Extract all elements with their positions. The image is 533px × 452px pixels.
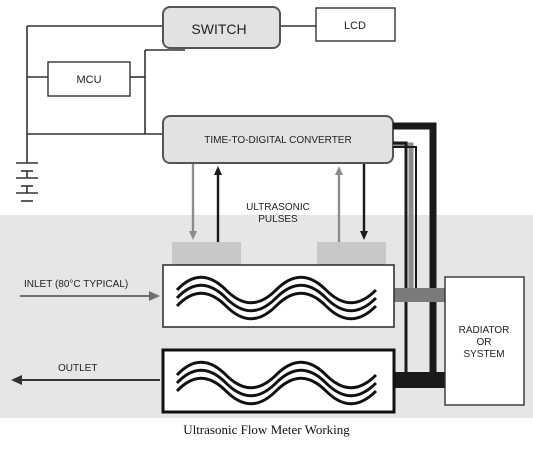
inlet-label: INLET (80°C TYPICAL) [24, 279, 128, 290]
battery-icon [16, 162, 38, 202]
mcu-block: MCU [47, 61, 131, 97]
figure-caption: Ultrasonic Flow Meter Working [183, 422, 350, 437]
radiator-block: RADIATOR OR SYSTEM [444, 276, 525, 406]
inlet-connector [394, 288, 445, 302]
inlet-pipe [162, 264, 395, 328]
outlet-connector [394, 372, 445, 388]
transducer-left [172, 242, 241, 265]
tdc-label: TIME-TO-DIGITAL CONVERTER [204, 135, 351, 146]
switch-block: SWITCH [162, 6, 281, 49]
mcu-label: MCU [76, 74, 101, 86]
radiator-label-3: SYSTEM [463, 349, 504, 360]
transducer-right [317, 242, 386, 265]
lcd-block: LCD [315, 7, 396, 42]
pulses-label-1: ULTRASONIC [246, 202, 310, 213]
pulses-label-2: PULSES [258, 214, 298, 225]
outlet-pipe [161, 348, 396, 414]
outlet-label: OUTLET [58, 363, 97, 374]
switch-label: SWITCH [191, 21, 246, 37]
lcd-label: LCD [344, 20, 366, 32]
pulse-arrows [189, 164, 368, 242]
tdc-block: TIME-TO-DIGITAL CONVERTER [162, 115, 394, 164]
control-wiring [26, 25, 316, 163]
radiator-label-2: OR [477, 337, 492, 348]
radiator-label-1: RADIATOR [459, 325, 510, 336]
